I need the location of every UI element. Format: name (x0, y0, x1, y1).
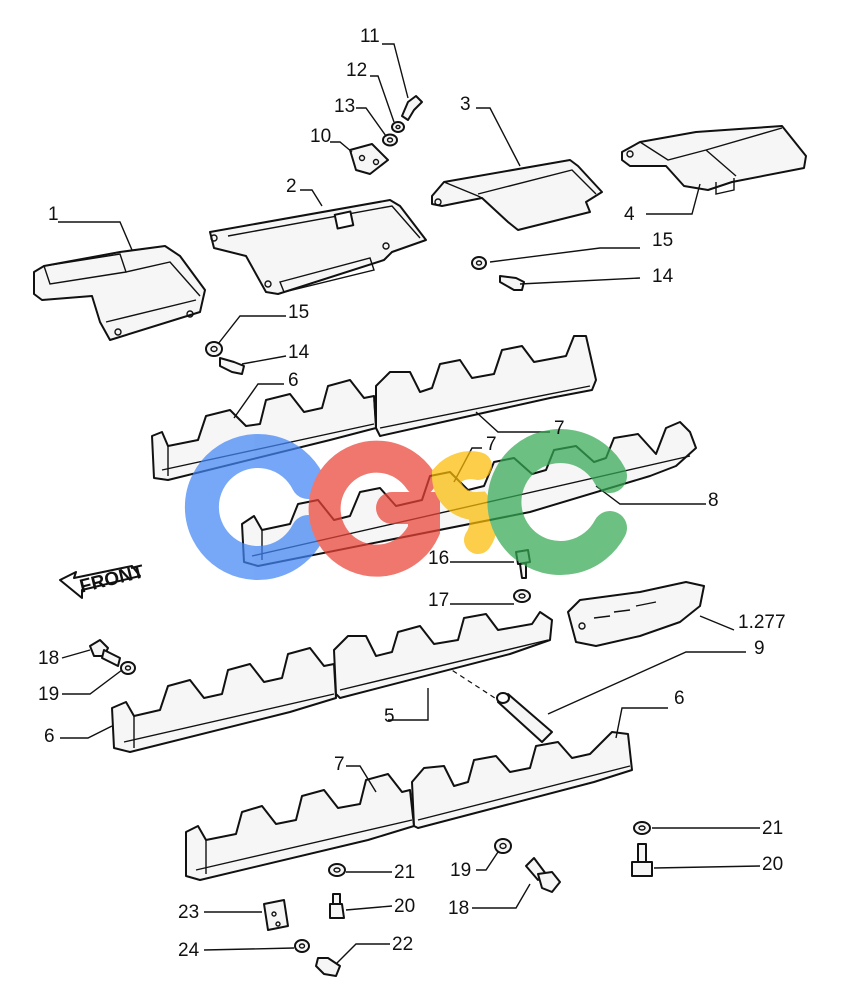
cover-part-3[interactable] (431, 159, 603, 231)
label-6-upper: 6 (288, 370, 299, 391)
nut-part-21-center[interactable] (328, 863, 346, 877)
label-18-center: 18 (448, 898, 469, 919)
leader-lines (58, 43, 761, 965)
label-3: 3 (460, 94, 471, 115)
block-part-23[interactable] (263, 899, 289, 931)
bolt-part-18-left[interactable] (89, 639, 121, 667)
washer-part-19-left[interactable] (120, 661, 136, 675)
washer-part-12[interactable] (391, 121, 405, 133)
washer-part-17[interactable] (513, 589, 531, 603)
bolt-part-11[interactable] (401, 95, 423, 121)
label-15-lower: 15 (288, 302, 309, 323)
label-22: 22 (392, 934, 413, 955)
cover-part-1[interactable] (33, 245, 206, 341)
label-23: 23 (178, 902, 199, 923)
bolt-part-18-center[interactable] (525, 857, 561, 893)
nut-part-15-lower[interactable] (205, 341, 223, 357)
label-14-upper: 14 (652, 266, 674, 287)
shoe-part-1277[interactable] (567, 581, 705, 647)
front-arrow-label: FRONT (78, 561, 147, 597)
nut-part-24[interactable] (294, 939, 310, 953)
pin-part-9[interactable] (496, 692, 553, 743)
label-18-left: 18 (38, 648, 59, 669)
label-1: 1 (48, 204, 59, 225)
cgsc-watermark (184, 429, 627, 580)
label-6-lower-right: 6 (674, 688, 685, 709)
guide-rail-part-6-lower-right[interactable] (411, 731, 633, 829)
label-2: 2 (286, 176, 297, 197)
callout-labels: 1 2 3 4 10 11 12 13 15 14 15 14 6 7 7 8 … (38, 26, 786, 961)
label-14-lower: 14 (288, 342, 310, 363)
label-20-right: 20 (762, 854, 783, 875)
label-7-upper: 7 (554, 418, 565, 439)
label-9: 9 (754, 638, 765, 659)
label-15-upper: 15 (652, 230, 673, 251)
guide-rail-part-7-upper[interactable] (375, 335, 597, 437)
label-6-lower-left: 6 (44, 726, 55, 747)
label-21-right: 21 (762, 818, 783, 839)
label-7-middle: 7 (486, 434, 497, 455)
bolt-part-22[interactable] (315, 957, 341, 977)
cover-part-4[interactable] (621, 125, 807, 195)
label-21-center: 21 (394, 862, 415, 883)
label-20-center: 20 (394, 896, 415, 917)
label-19-center: 19 (450, 860, 471, 881)
label-1277: 1.277 (738, 612, 786, 633)
washer-part-13[interactable] (382, 133, 398, 147)
label-7-lower: 7 (334, 754, 345, 775)
guide-rail-part-5[interactable] (333, 611, 553, 699)
cover-part-2[interactable] (209, 199, 427, 295)
washer-part-19-center[interactable] (494, 838, 512, 854)
watermark-letter-s-yellow (431, 451, 498, 554)
label-13: 13 (334, 96, 355, 117)
screw-part-20-right[interactable] (631, 843, 653, 877)
watermark-letter-c-blue (184, 434, 325, 580)
bolt-part-14-upper[interactable] (499, 275, 525, 291)
guide-rail-part-7-lower[interactable] (185, 773, 415, 881)
plate-part-10[interactable] (349, 143, 389, 175)
watermark-letter-g-red (308, 440, 440, 577)
nut-part-15-upper[interactable] (471, 256, 487, 270)
label-8: 8 (708, 490, 719, 511)
label-4: 4 (624, 204, 635, 225)
label-19-left: 19 (38, 684, 59, 705)
guide-rail-part-6-lower-left[interactable] (111, 647, 337, 753)
label-17: 17 (428, 590, 449, 611)
washer-part-21-right[interactable] (633, 821, 651, 835)
screw-part-20-center[interactable] (329, 893, 345, 919)
watermark-letter-c-green (487, 429, 627, 575)
label-16: 16 (428, 548, 449, 569)
bolt-part-14-lower[interactable] (219, 357, 245, 375)
label-12: 12 (346, 60, 367, 81)
label-10: 10 (310, 126, 331, 147)
label-11: 11 (360, 26, 380, 47)
front-direction-arrow: FRONT (59, 561, 147, 599)
label-24: 24 (178, 940, 200, 961)
label-5: 5 (384, 706, 395, 727)
